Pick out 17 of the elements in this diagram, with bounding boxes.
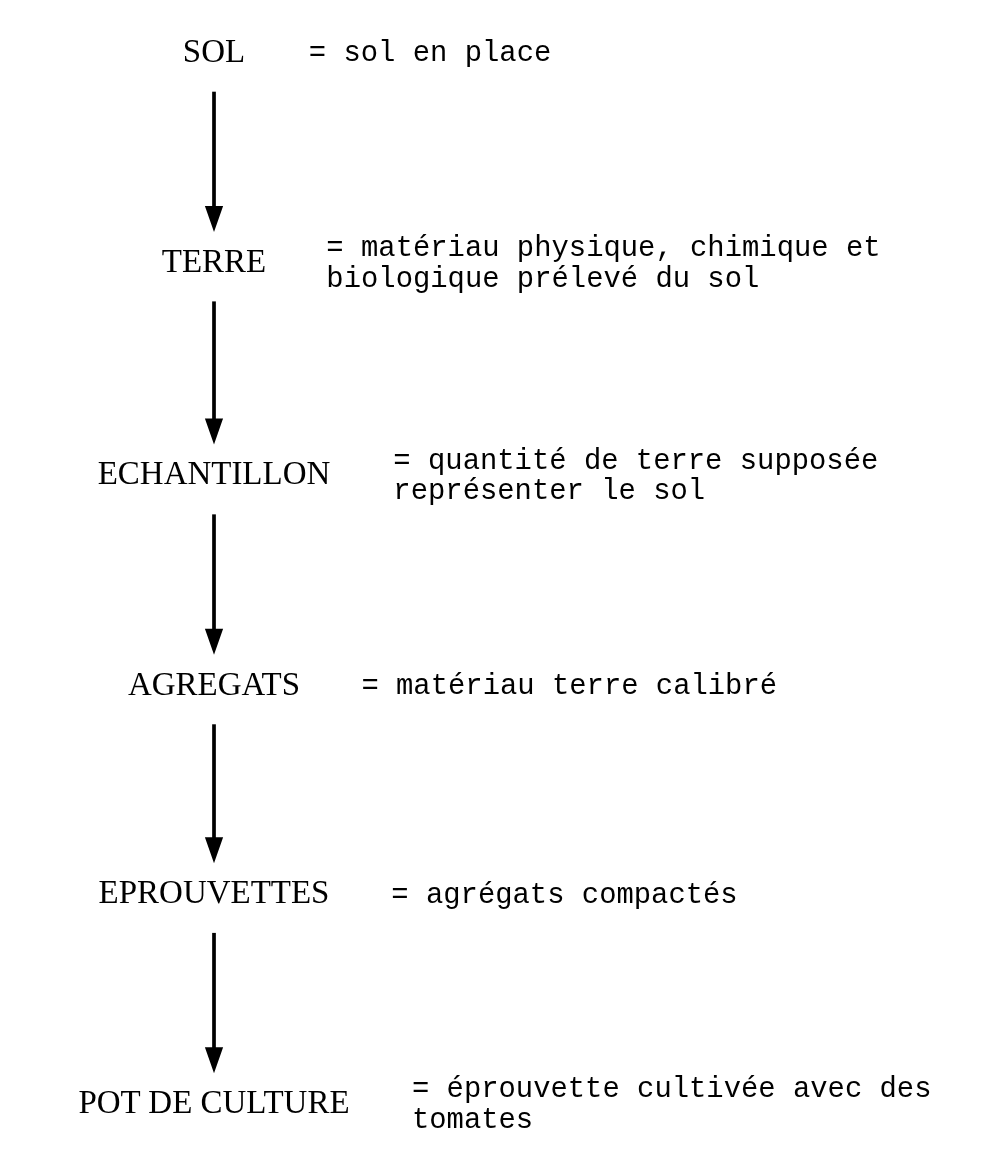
node-label: = quantité de terre supposée représenter le sol — [392, 444, 878, 509]
arrow — [204, 724, 223, 864]
node-text: AGREGATS — [127, 665, 300, 702]
node-text: SOL — [182, 32, 245, 69]
arrow — [204, 932, 223, 1074]
node-text: EPROUVETTES — [98, 873, 329, 910]
arrow — [204, 514, 223, 655]
node-label: = matériau physique, chimique et biologique prélevé du sol — [325, 232, 881, 297]
node-label: = matériau terre calibré — [360, 670, 777, 704]
arrow — [204, 301, 223, 445]
node-text: ECHANTILLON — [97, 455, 330, 492]
node-label: = sol en place — [308, 37, 551, 71]
node-label: = agrégats compactés — [390, 878, 738, 912]
node-text: POT DE CULTURE — [77, 1084, 350, 1121]
node-text: TERRE — [161, 242, 266, 279]
node-label: = éprouvette cultivée avec des tomates — [411, 1073, 931, 1138]
arrow — [204, 91, 223, 233]
